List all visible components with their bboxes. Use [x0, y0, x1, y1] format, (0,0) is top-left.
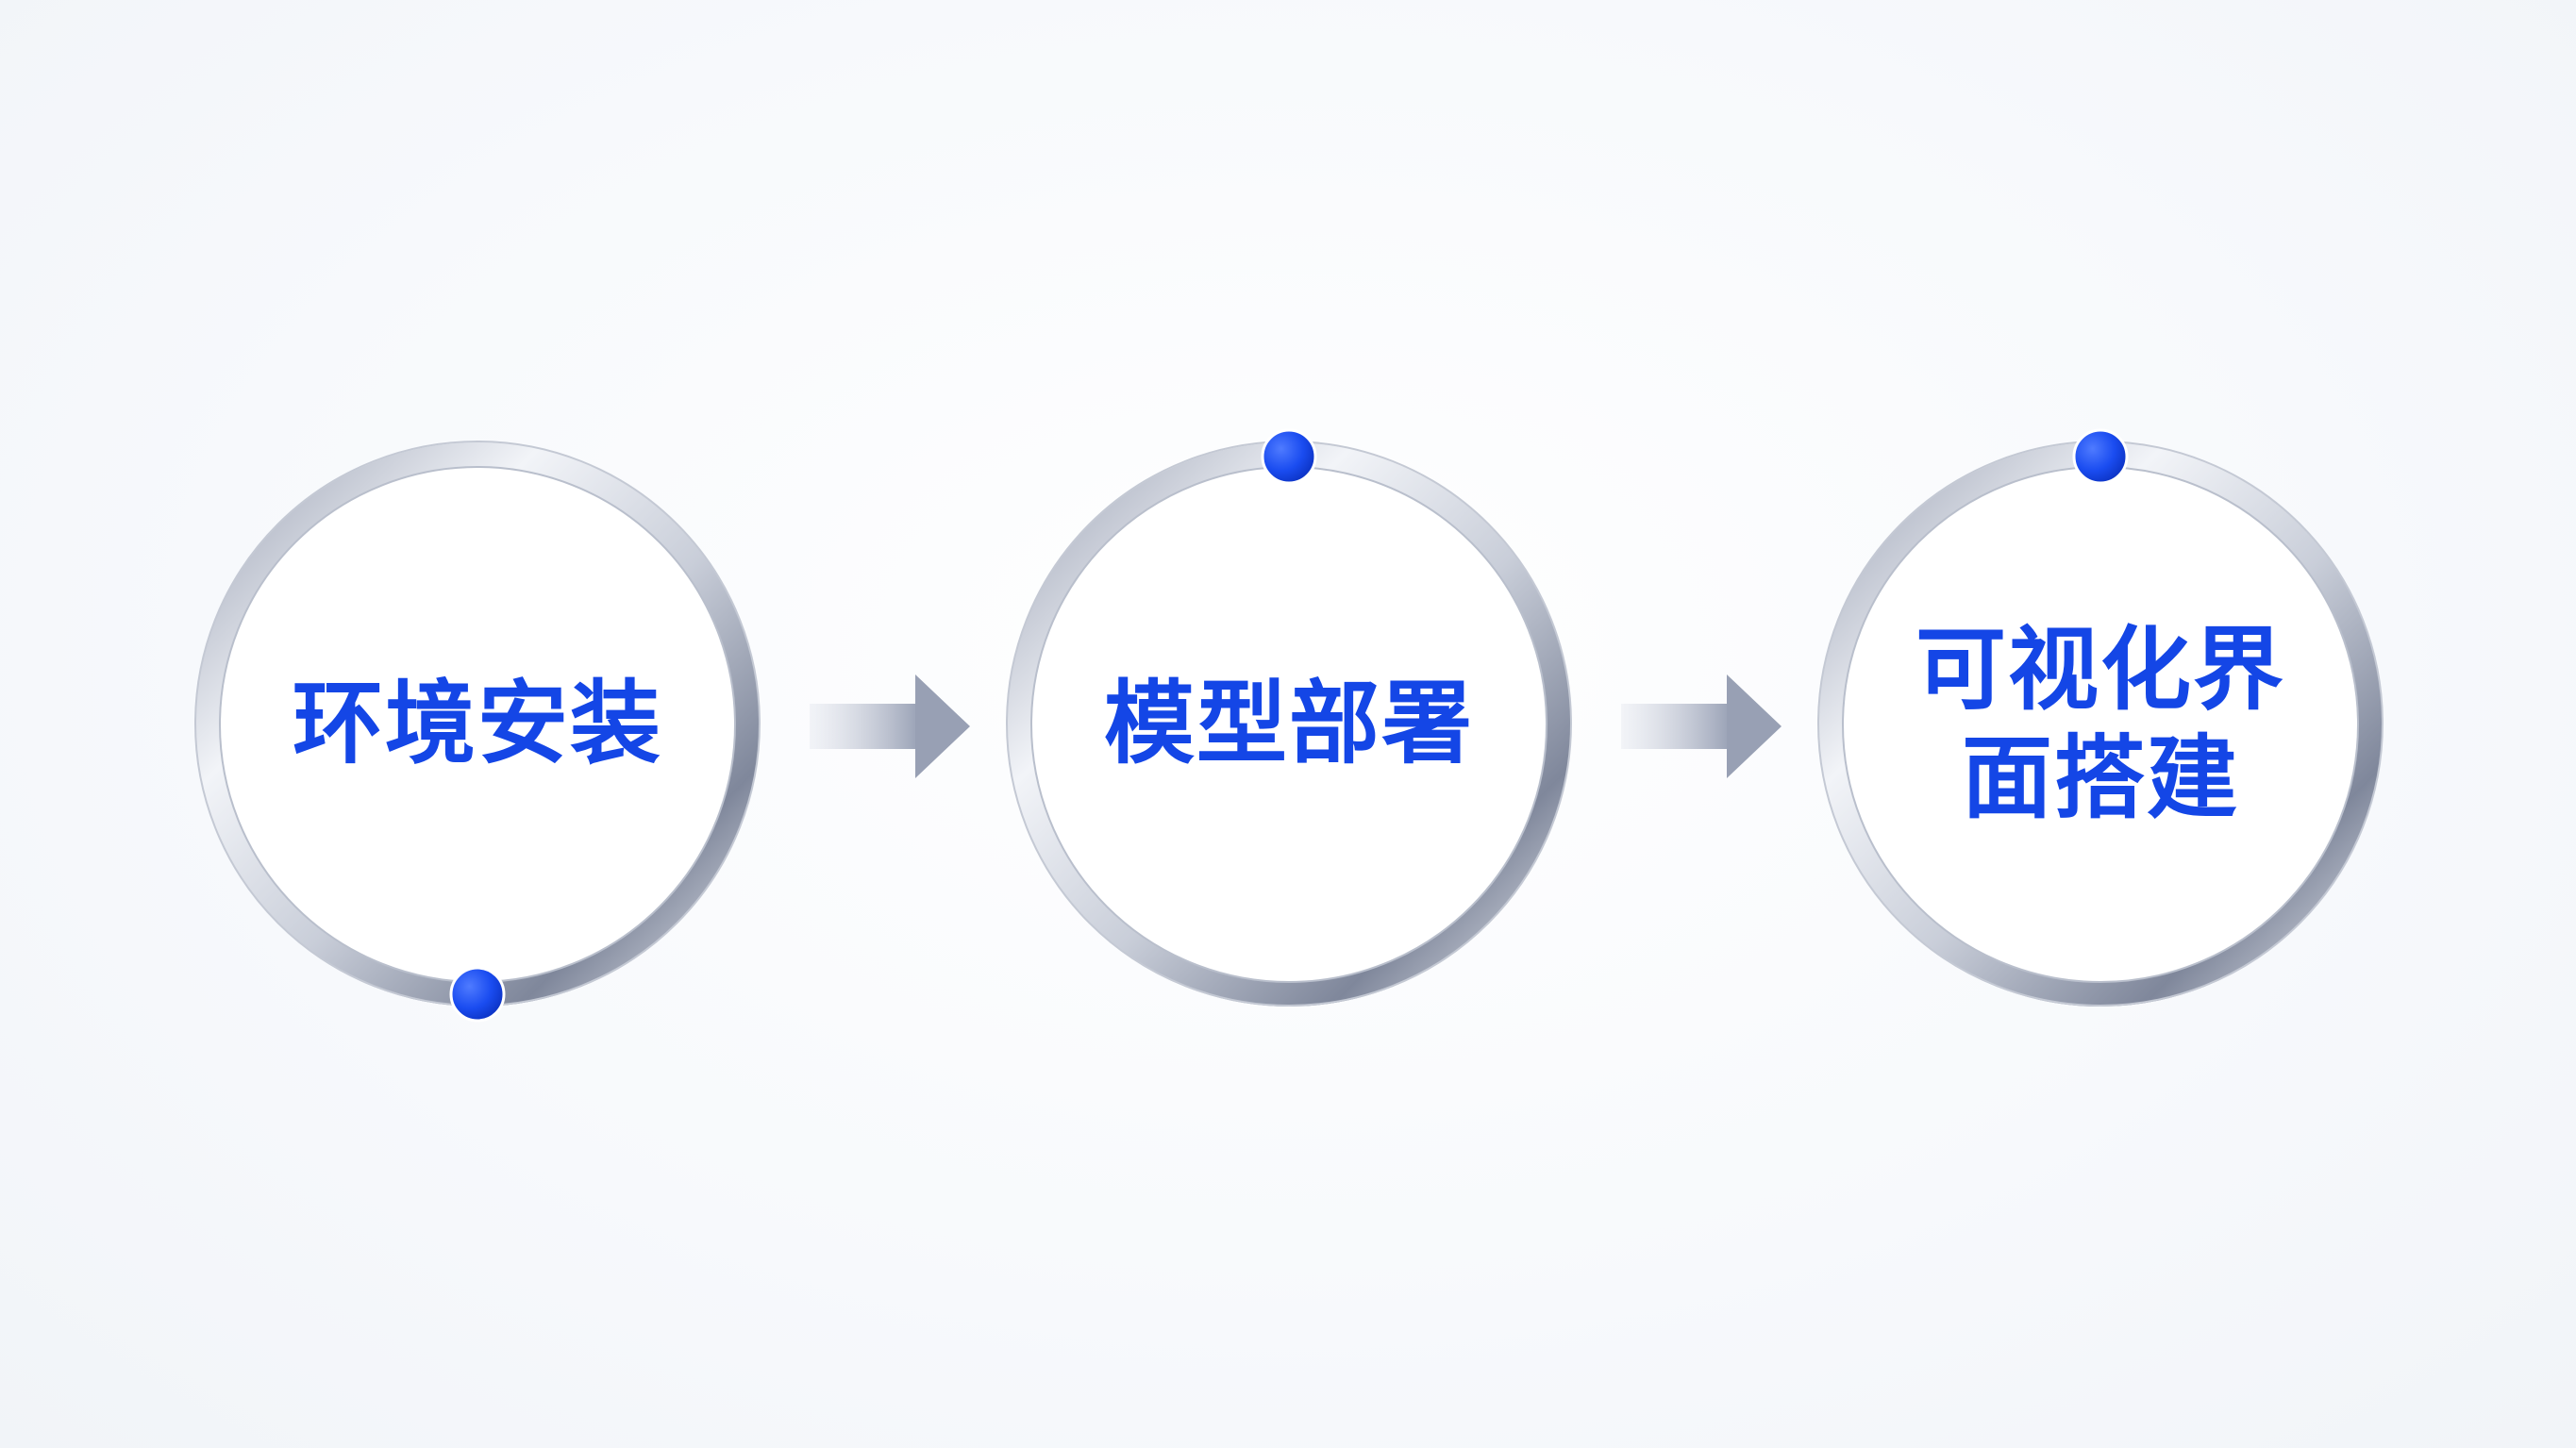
- step-label: 可视化界 面搭建: [1915, 616, 2285, 831]
- progress-marker-dot: [1261, 428, 1317, 485]
- step-ui-build: 可视化界 面搭建: [1817, 428, 2384, 1007]
- step-ring: [1006, 428, 1572, 1007]
- step-model-deploy: 模型部署: [1006, 428, 1572, 1007]
- progress-marker-dot: [2072, 428, 2129, 485]
- arrow-right-icon: [810, 674, 970, 778]
- arrow-right-icon: [1621, 674, 1781, 778]
- progress-marker-dot: [449, 966, 506, 1023]
- step-environment-install: 环境安装: [194, 441, 761, 1023]
- step-label: 模型部署: [1104, 671, 1474, 777]
- step-ring: [194, 441, 761, 1023]
- step-label: 环境安装: [293, 671, 662, 777]
- step-ring: [1817, 428, 2384, 1007]
